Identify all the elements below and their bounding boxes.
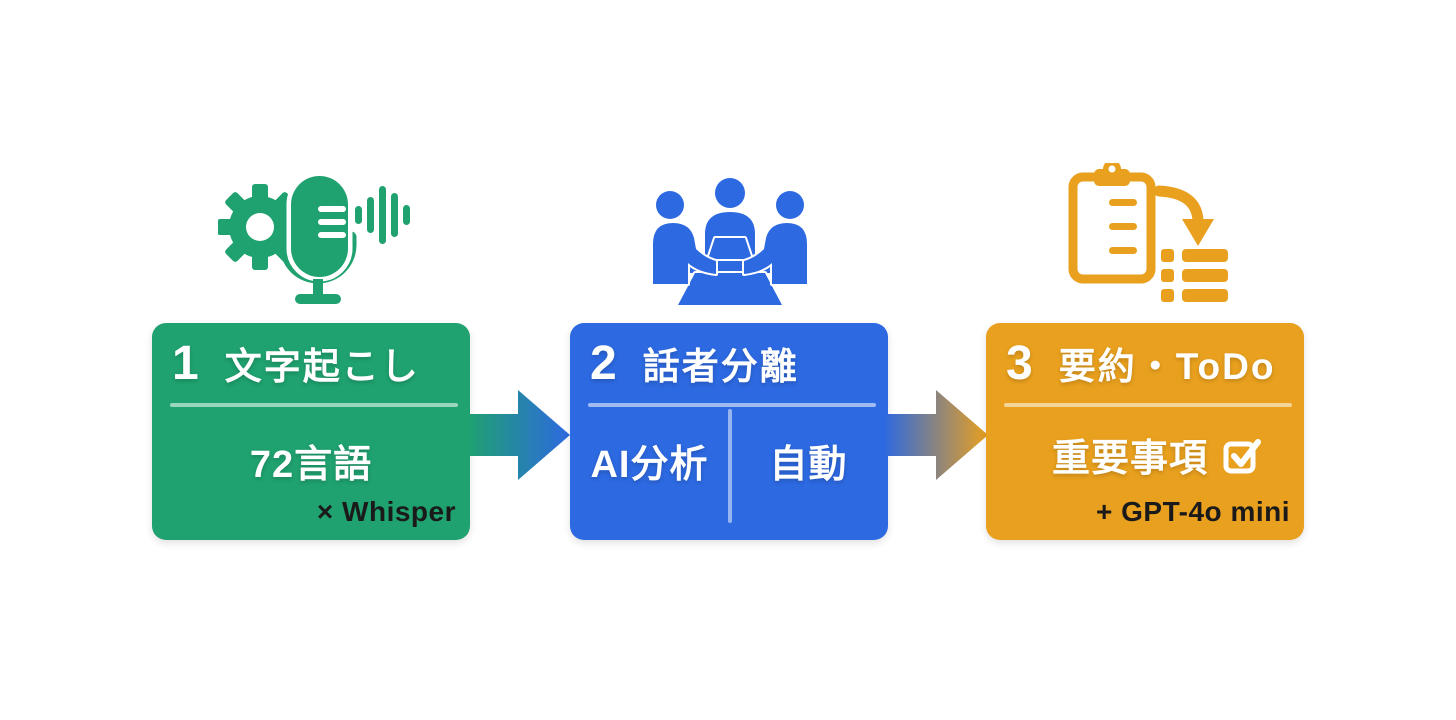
flow-arrow-step2-to-step3 [884,390,988,480]
step3-detail: 重要事項 [1051,438,1208,480]
vertical-divider-line [728,409,732,523]
divider-line [170,403,458,407]
step-number: 1 [172,337,199,390]
step-card-summary-todo: 3 要約・ToDo 重要事項 + GPT-4o mini [986,323,1304,540]
step3-detail-row: 重要事項 [998,427,1316,482]
gear-microphone-soundwave-icon [218,171,410,304]
flow-arrow-step1-to-step2 [466,390,570,480]
step2-cell-ai-analysis: AI分析 [590,444,709,486]
step2-header: 2 話者分離 [590,337,876,390]
step1-footnote: × Whisper [316,496,456,527]
divider-line [588,403,876,407]
step1-detail: 72言語 [249,444,373,486]
clipboard-checklist-arrow-list-icon [1068,163,1228,302]
step2-cells: AI分析 自動 [570,407,888,540]
step-title: 要約・ToDo [1058,346,1276,387]
step3-footnote: + GPT-4o mini [1096,496,1290,527]
step2-cell-automatic: 自動 [769,444,848,486]
step1-header: 1 文字起こし [172,337,458,390]
step-number: 2 [590,337,617,390]
step-card-speaker-separation: 2 話者分離 AI分析 自動 [570,323,888,540]
divider-line [1004,403,1292,407]
step-number: 3 [1006,337,1033,390]
step-card-transcription: 1 文字起こし 72言語 × Whisper [152,323,470,540]
checked-checkbox-icon [1223,438,1261,473]
meeting-people-icon [651,176,809,307]
step3-header: 3 要約・ToDo [1006,337,1292,390]
step-title: 文字起こし [224,346,420,387]
step-title: 話者分離 [642,346,799,387]
